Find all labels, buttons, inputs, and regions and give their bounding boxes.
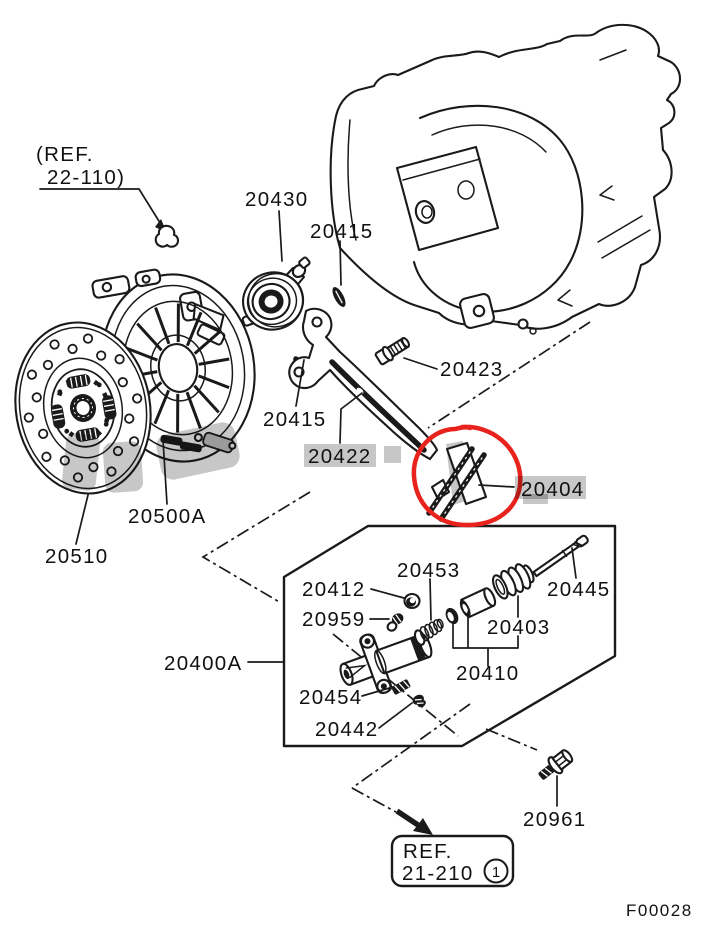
ref-callout-top: (REF. 22-110) bbox=[36, 143, 180, 248]
fork-bolt-part bbox=[374, 337, 411, 366]
figure-code: F00028 bbox=[626, 901, 693, 920]
transmission-housing bbox=[329, 23, 682, 335]
small-clip-part bbox=[412, 694, 426, 708]
lower-bolt-part bbox=[538, 749, 574, 780]
pushrod-boot-part bbox=[426, 441, 488, 522]
centerline-to-arrow-a bbox=[351, 703, 471, 789]
centerline-chevron bbox=[201, 491, 311, 604]
ref-callout-bottom: REF. 21-210 1 bbox=[390, 808, 515, 888]
centerline-upper bbox=[427, 321, 591, 429]
part-labels: 20430 20415 20423 20415 20422 20404 2050… bbox=[45, 188, 611, 831]
part-label-20430: 20430 bbox=[245, 188, 309, 211]
part-label-20510: 20510 bbox=[45, 545, 109, 568]
bold-arrowhead-icon bbox=[413, 818, 433, 835]
release-fork-part bbox=[288, 307, 439, 461]
snap-clip-upper-part bbox=[332, 287, 346, 307]
pushrod-part bbox=[532, 534, 589, 578]
retainer-clip-part bbox=[154, 224, 180, 248]
ref-bottom-line1: REF. bbox=[403, 840, 453, 863]
part-label-20410: 20410 bbox=[456, 662, 520, 685]
part-label-20422: 20422 bbox=[308, 445, 372, 468]
slave-cylinder-body-part bbox=[339, 633, 433, 694]
part-label-20415-upper: 20415 bbox=[310, 220, 374, 243]
release-bearing-part bbox=[241, 256, 311, 331]
ref-bottom-line2: 21-210 bbox=[402, 862, 474, 885]
part-label-20403: 20403 bbox=[487, 616, 551, 639]
part-label-20415-lower: 20415 bbox=[263, 408, 327, 431]
part-label-20454: 20454 bbox=[299, 686, 363, 709]
cup-seal-part bbox=[445, 607, 459, 625]
part-label-20423: 20423 bbox=[440, 358, 504, 381]
ref-top-line1: (REF. bbox=[36, 143, 94, 166]
part-label-20961: 20961 bbox=[523, 808, 587, 831]
part-label-20959: 20959 bbox=[302, 608, 366, 631]
ref-badge-circle bbox=[483, 858, 509, 884]
spring-part bbox=[413, 618, 444, 646]
small-bolt-part bbox=[391, 679, 411, 695]
ref-badge-number: 1 bbox=[492, 864, 500, 881]
part-label-20453: 20453 bbox=[397, 559, 461, 582]
boot-part bbox=[491, 563, 535, 600]
leader-lines bbox=[75, 210, 577, 807]
part-label-20400A: 20400A bbox=[164, 652, 242, 675]
part-label-20500A: 20500A bbox=[128, 505, 206, 528]
ref-top-line2: 22-110) bbox=[47, 166, 125, 189]
part-label-20442: 20442 bbox=[315, 718, 379, 741]
part-label-20404: 20404 bbox=[521, 478, 585, 501]
bleeder-part bbox=[386, 613, 404, 632]
part-label-20445: 20445 bbox=[547, 578, 611, 601]
label-highlights bbox=[304, 444, 586, 504]
watermark-patches bbox=[62, 422, 240, 493]
red-highlight-circle bbox=[411, 424, 523, 528]
centerline-to-arrow-b bbox=[351, 787, 397, 813]
ref-bottom-box bbox=[390, 834, 515, 888]
centerline-to-bolt bbox=[485, 728, 538, 751]
grommet-part bbox=[403, 592, 421, 610]
part-label-20412: 20412 bbox=[302, 578, 366, 601]
